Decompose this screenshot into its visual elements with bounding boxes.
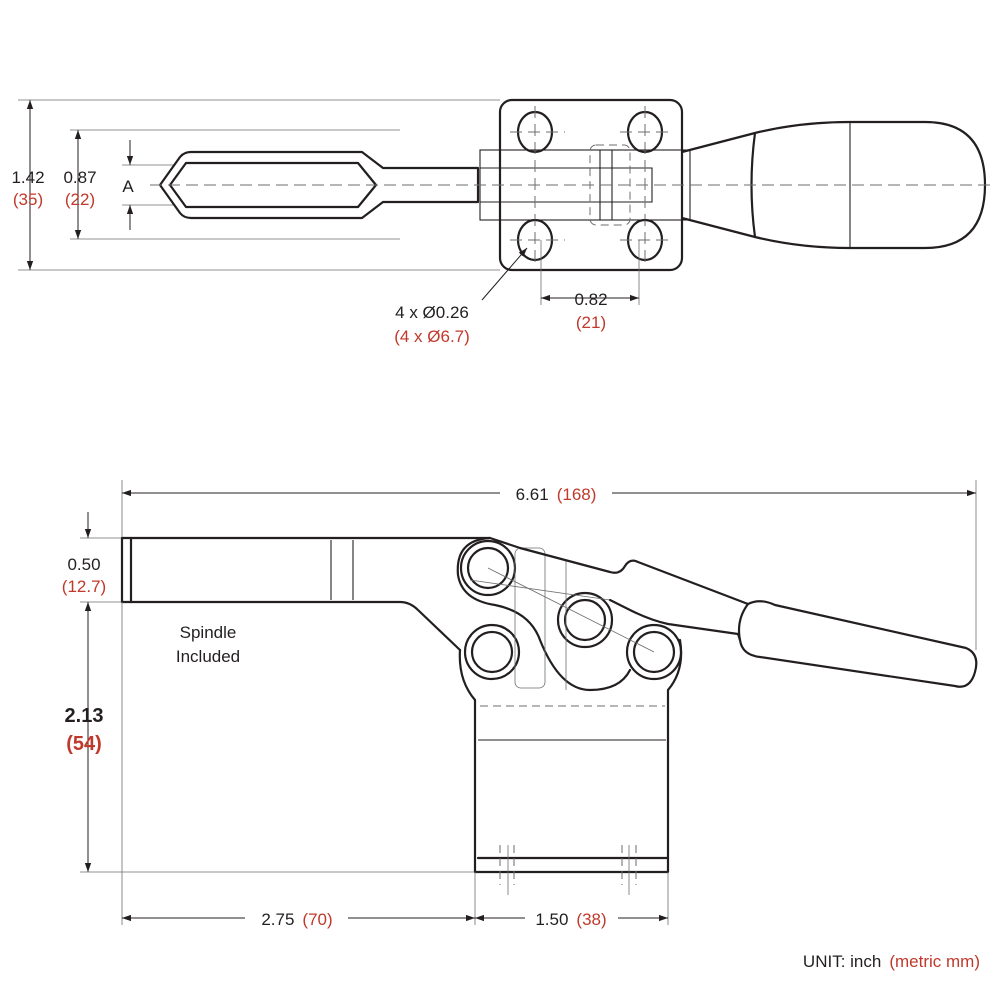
pivot-pin-inner	[470, 630, 514, 674]
dim-holes-mm: (4 x Ø6.7)	[394, 327, 470, 346]
spindle-note-line2: Included	[176, 647, 240, 666]
dim-reach-inch: 2.75	[261, 910, 294, 929]
dim-base-inch: 1.50	[535, 910, 568, 929]
dim-jaw-height-inch: 0.87	[63, 168, 96, 187]
dim-jaw-height-mm: (22)	[65, 190, 95, 209]
dim-hole-spacing-mm: (21)	[576, 313, 606, 332]
unit-note-metric: (metric mm)	[889, 952, 980, 971]
link-centerline	[487, 567, 655, 653]
pivot-pin-inner	[563, 598, 607, 642]
handle-outline	[518, 546, 978, 688]
side-view: 6.61 (168) 0.50 (12.7) 2.13 (54) Spindle…	[62, 480, 978, 929]
dim-overall-height-inch: 1.42	[11, 168, 44, 187]
dim-overall-height-mm: (35)	[13, 190, 43, 209]
dim-hole-spacing-inch: 0.82	[574, 290, 607, 309]
dim-reach-mm: (70)	[302, 910, 332, 929]
dim-spindle-thickness-mm: (12.7)	[62, 577, 106, 596]
linkage-arm	[456, 536, 632, 692]
pivot-pin-inner	[466, 546, 510, 590]
dim-overall-length-inch: 6.61	[516, 485, 549, 504]
pivot-pin-outer	[463, 623, 521, 681]
body-outline	[458, 638, 683, 874]
dim-base-mm: (38)	[576, 910, 606, 929]
link-plate	[514, 547, 546, 689]
unit-note-label: UNIT: inch	[803, 952, 881, 971]
link-centerline	[469, 579, 611, 601]
dim-holes-inch: 4 x Ø0.26	[395, 303, 469, 322]
dim-overall-length-mm: (168)	[557, 485, 597, 504]
dim-height-inch: 2.13	[65, 705, 104, 727]
spindle-note-line1: Spindle	[180, 623, 237, 642]
jaw-slot	[168, 161, 378, 209]
spindle-shaft	[480, 167, 653, 203]
dim-reach: 2.75 (70)	[261, 910, 332, 929]
pivot-pin-outer	[556, 591, 614, 649]
unit-note: UNIT: inch (metric mm)	[803, 952, 980, 971]
top-view: 1.42 (35) 0.87 (22) A 4 x Ø0.26 (4 x Ø6.…	[11, 98, 990, 346]
pivot-pin-inner	[632, 630, 676, 674]
dim-base: 1.50 (38)	[535, 910, 606, 929]
dim-overall-length: 6.61 (168)	[516, 485, 597, 504]
dim-a-label: A	[122, 177, 134, 196]
dim-spindle-thickness-inch: 0.50	[67, 555, 100, 574]
dim-height-mm: (54)	[66, 733, 102, 755]
handle-grip-edge	[737, 602, 750, 642]
pivot-pin-outer	[625, 623, 683, 681]
leader-holes	[481, 247, 528, 301]
